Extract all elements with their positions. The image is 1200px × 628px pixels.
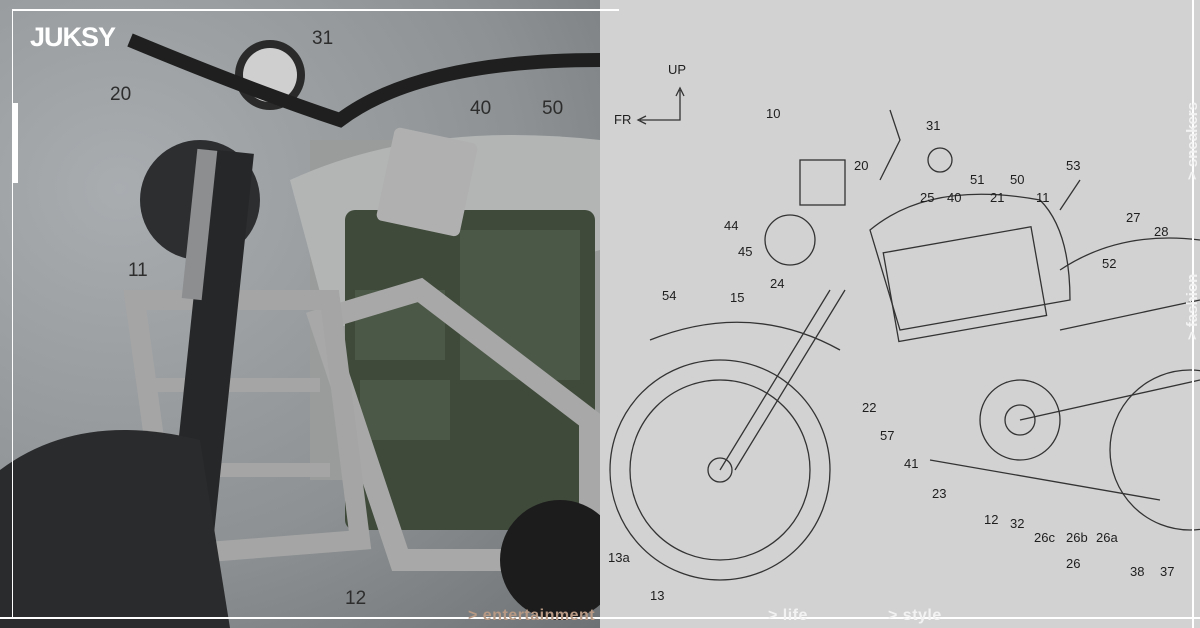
part-label: 11: [1036, 190, 1050, 205]
part-label: 21: [990, 190, 1005, 205]
part-label: 25: [920, 190, 935, 205]
part-label: 15: [730, 290, 745, 305]
frame-line-right: [1192, 0, 1194, 628]
part-label: 12: [345, 588, 367, 609]
part-label: 11: [128, 260, 148, 281]
part-label: 37: [1160, 564, 1175, 579]
part-label: 20: [854, 158, 869, 173]
frame-line-left: [12, 9, 13, 619]
part-label: 22: [862, 400, 877, 415]
direction-up-label: UP: [668, 62, 687, 77]
nav-entertainment[interactable]: > entertainment: [468, 607, 596, 624]
nav-fashion[interactable]: > fashion: [1184, 273, 1200, 340]
part-label: 57: [880, 428, 895, 443]
part-label: 12: [984, 512, 999, 527]
frame-line-bottom: [0, 617, 1200, 619]
motorcycle-illustration: [0, 33, 600, 628]
patent-drawing: UP FR 10 31 20 53 44 45 25 40 21 50 11 2…: [600, 0, 1200, 628]
part-label: 40: [947, 190, 962, 205]
part-label: 26a: [1096, 530, 1118, 545]
part-label: 31: [926, 118, 941, 133]
part-label: 13a: [608, 550, 630, 565]
frame-accent-bar: [12, 103, 18, 183]
part-label: 10: [766, 106, 781, 121]
part-label: 32: [1010, 516, 1025, 531]
part-label: 51: [970, 172, 985, 187]
part-label: 23: [932, 486, 947, 501]
part-label: 31: [312, 28, 334, 49]
motorcycle-photo: 31 20 40 50 11 12: [0, 0, 600, 628]
part-label: 26c: [1034, 530, 1055, 545]
part-label: 26: [1066, 556, 1081, 571]
juksy-logo[interactable]: JUKSY: [30, 22, 116, 52]
part-label: 53: [1066, 158, 1081, 173]
part-label: 24: [770, 276, 785, 291]
part-label: 13: [650, 588, 665, 603]
part-label: 52: [1102, 256, 1117, 271]
part-label: 41: [904, 456, 919, 471]
part-label: 45: [738, 244, 753, 259]
part-label: 50: [542, 98, 564, 119]
part-label: 20: [110, 84, 132, 105]
part-label: 27: [1126, 210, 1141, 225]
nav-style[interactable]: > style: [888, 607, 942, 624]
part-label: 50: [1010, 172, 1025, 187]
nav-sneakers[interactable]: > sneakers: [1184, 102, 1200, 180]
patent-line-drawing: [609, 86, 1200, 581]
part-label: 54: [662, 288, 677, 303]
part-label: 26b: [1066, 530, 1088, 545]
part-label: 44: [724, 218, 739, 233]
nav-life[interactable]: > life: [768, 607, 808, 624]
direction-front-label: FR: [614, 112, 632, 127]
part-label: 38: [1130, 564, 1145, 579]
part-label: 40: [470, 98, 492, 119]
frame-line-top: [12, 9, 619, 11]
part-label: 28: [1154, 224, 1169, 239]
